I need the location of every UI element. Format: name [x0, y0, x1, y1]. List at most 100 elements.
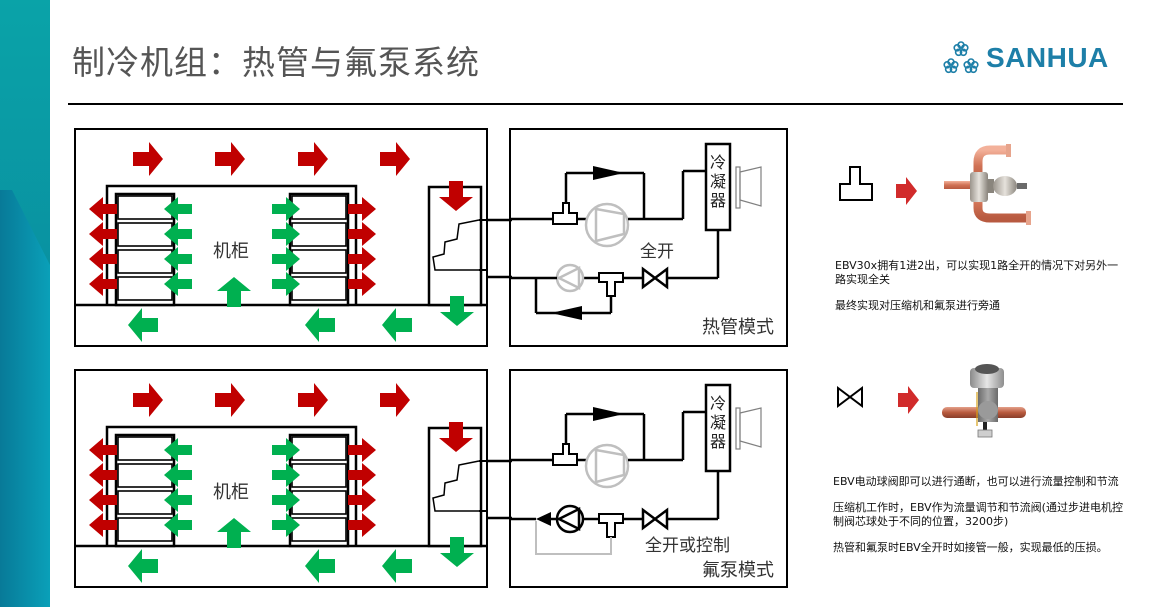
cold-air-arrow-icon: [217, 277, 251, 307]
pump-icon: [555, 263, 585, 293]
svg-text:冷: 冷: [710, 394, 726, 413]
airflow-diagram: 机柜: [76, 142, 488, 342]
ebv30x-valve-image: [944, 144, 1031, 225]
cold-air-arrow-icon: [164, 488, 192, 512]
fan-icon: [735, 166, 762, 209]
three-way-valve-icon: [598, 272, 624, 297]
sidebar-decoration: [0, 0, 50, 607]
cold-air-arrow-icon: [164, 247, 192, 271]
server-unit: [117, 436, 173, 461]
cold-air-arrow-icon: [440, 537, 474, 567]
cold-air-arrow-icon: [164, 438, 192, 462]
hot-air-arrow-icon: [89, 438, 117, 462]
cold-air-arrow-icon: [382, 549, 412, 583]
cold-air-arrow-icon: [440, 296, 474, 326]
ebv-motorized-ball-valve-image: [942, 364, 1026, 438]
svg-text:器: 器: [710, 432, 726, 451]
server-unit: [291, 249, 347, 274]
arrow-right-icon: [898, 386, 919, 414]
hot-air-arrow-icon: [89, 272, 117, 296]
hot-air-arrow-icon: [348, 488, 376, 512]
circuit-panel-heatpipe: 冷 凝 器 全开 热管模式: [507, 128, 788, 347]
server-unit: [291, 276, 347, 301]
fan-icon: [735, 407, 762, 450]
cold-air-arrow-icon: [305, 549, 335, 583]
circuit-panel-pump: 冷 凝 器 全开或控制 氟泵模式: [507, 369, 788, 588]
brand-name: SANHUA: [986, 42, 1109, 73]
circuit-diagram: 冷 凝 器 全开或控制 氟泵模式: [507, 383, 774, 581]
hot-air-arrow-icon: [348, 463, 376, 487]
mode-label: 热管模式: [702, 317, 774, 338]
server-unit: [117, 222, 173, 247]
hot-air-arrow-icon: [298, 142, 328, 176]
cold-air-arrow-icon: [164, 197, 192, 221]
description-paragraph: 最终实现对压缩机和氟泵进行旁通: [835, 299, 1000, 312]
room-diagram: 机柜: [74, 369, 488, 588]
three-way-valve-symbol-icon: [839, 166, 873, 201]
flow-arrow-icon: [593, 166, 624, 180]
server-unit: [291, 195, 347, 220]
server-unit: [117, 195, 173, 220]
hot-air-arrow-icon: [89, 247, 117, 271]
pipe-connector: [486, 459, 512, 520]
hot-air-arrow-icon: [439, 181, 473, 211]
compressor-icon: [584, 202, 630, 248]
mode-label: 氟泵模式: [702, 560, 774, 581]
server-unit: [117, 517, 173, 542]
coil-icon: [432, 460, 480, 512]
flow-arrow-icon: [593, 407, 624, 421]
server-unit: [291, 463, 347, 488]
cabinet-label: 机柜: [213, 482, 249, 503]
cold-air-arrow-icon: [128, 308, 158, 342]
cold-air-arrow-icon: [272, 272, 300, 296]
server-unit: [117, 463, 173, 488]
pump-icon-active: [555, 504, 585, 534]
cold-air-arrow-icon: [382, 308, 412, 342]
page-title: 制冷机组：热管与氟泵系统: [72, 43, 480, 82]
ball-valve-icon: [641, 266, 669, 290]
server-unit: [291, 222, 347, 247]
description-paragraph: 压缩机工作时，EBV作为流量调节和节流阀(通过步进电机控制阀芯球处于不同的位置，…: [833, 501, 1123, 528]
three-flower-logo-icon: [943, 41, 979, 74]
cold-air-arrow-icon: [164, 463, 192, 487]
hot-air-arrow-icon: [89, 513, 117, 537]
hot-air-arrow-icon: [89, 488, 117, 512]
cold-air-arrow-icon: [272, 247, 300, 271]
valve-state-label: 全开: [640, 242, 674, 262]
server-unit: [291, 436, 347, 461]
hot-air-arrow-icon: [133, 142, 163, 176]
three-way-valve-icon: [552, 202, 578, 225]
flow-arrow-icon: [536, 512, 551, 526]
server-unit: [291, 517, 347, 542]
hot-air-arrow-icon: [348, 197, 376, 221]
component-description: EBV30x拥有1进2出，可以实现1路全开的情况下对另外一路实现全关 最终实现对…: [835, 259, 1120, 325]
cold-air-arrow-icon: [164, 513, 192, 537]
hot-air-arrow-icon: [348, 247, 376, 271]
hot-air-arrow-icon: [215, 383, 245, 417]
pipe-connector: [486, 218, 512, 279]
flow-arrow-icon: [551, 306, 582, 320]
hot-air-arrow-icon: [380, 383, 410, 417]
cold-air-arrow-icon: [164, 272, 192, 296]
hot-air-arrow-icon: [89, 222, 117, 246]
hot-air-arrow-icon: [439, 422, 473, 452]
cabinet-frame: [105, 425, 358, 546]
ball-valve-symbol-icon: [837, 386, 863, 408]
hot-air-arrow-icon: [348, 272, 376, 296]
cold-air-arrow-icon: [272, 488, 300, 512]
cold-air-arrow-icon: [305, 308, 335, 342]
hot-air-arrow-icon: [298, 383, 328, 417]
cold-air-arrow-icon: [272, 197, 300, 221]
svg-text:凝: 凝: [710, 413, 726, 432]
description-paragraph: EBV30x拥有1进2出，可以实现1路全开的情况下对另外一路实现全关: [835, 259, 1119, 286]
title-divider: [68, 103, 1123, 105]
three-way-valve-icon: [552, 443, 578, 466]
three-way-valve-icon: [598, 513, 624, 538]
cold-air-arrow-icon: [272, 438, 300, 462]
hot-air-arrow-icon: [89, 463, 117, 487]
airflow-diagram: 机柜: [76, 383, 488, 583]
server-unit: [117, 276, 173, 301]
valve-state-label: 全开或控制: [645, 536, 730, 556]
description-paragraph: 热管和氟泵时EBV全开时如接管一般，实现最低的压损。: [833, 541, 1108, 554]
hot-air-arrow-icon: [380, 142, 410, 176]
